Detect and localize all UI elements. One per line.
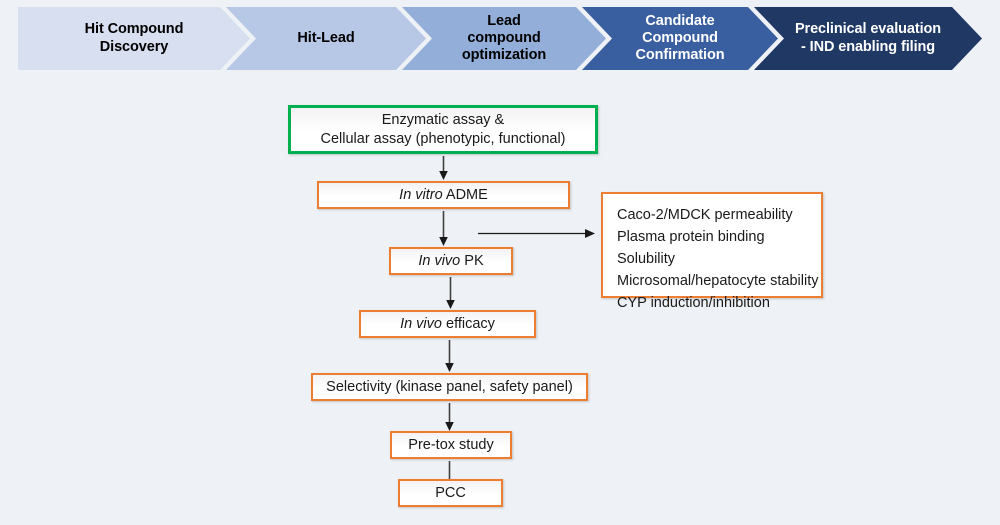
stage-chevron-preclinical-evaluation[interactable]: Preclinical evaluation - IND enabling fi… — [754, 7, 982, 70]
in-vitro-rest: ADME — [442, 186, 488, 203]
flow-node-text: Pre-tox study — [408, 436, 494, 453]
adme-item: Caco-2/MDCK permeability — [617, 207, 793, 223]
stage-chevron-hit-compound-discovery[interactable]: Hit Compound Discovery — [18, 7, 250, 70]
connector-arrow-pk-to-efficacy — [444, 277, 457, 310]
flow-node-enzymatic-cellular-assay[interactable]: Enzymatic assay & Cellular assay (phenot… — [288, 105, 598, 154]
flow-node-text: Selectivity (kinase panel, safety panel) — [326, 378, 573, 395]
stage-label: Hit-Lead — [297, 29, 355, 46]
stage-banner: Hit Compound Discovery Hit-Lead Lead com… — [18, 7, 982, 70]
flow-node-text: In vitro ADME — [391, 186, 496, 205]
stage-chevron-hit-lead[interactable]: Hit-Lead — [226, 7, 426, 70]
flow-node-in-vivo-pk[interactable]: In vivo PK — [389, 247, 513, 275]
stage-chevron-candidate-compound-confirmation[interactable]: Candidate Compound Confirmation — [582, 7, 778, 70]
flow-node-in-vivo-efficacy[interactable]: In vivo efficacy — [359, 310, 536, 338]
connector-arrow-assay-to-adme — [437, 156, 450, 181]
stage-label: Hit Compound Discovery — [84, 21, 184, 55]
stage-label: Preclinical evaluation - IND enabling fi… — [794, 21, 942, 55]
stage-label: Candidate Compound Confirmation — [635, 12, 725, 64]
connector-arrow-efficacy-to-selectivity — [443, 340, 456, 373]
stage-label: Lead compound optimization — [461, 12, 547, 64]
adme-assay-list-panel[interactable]: Caco-2/MDCK permeability Plasma protein … — [601, 192, 823, 311]
assay-line-2: Cellular assay (phenotypic, functional) — [320, 130, 566, 147]
adme-item: Solubility — [617, 251, 676, 268]
flow-node-text: PCC — [435, 484, 466, 501]
connector-arrow-adme-to-assay-list — [478, 228, 596, 239]
flow-node-text: In vivo PK — [410, 252, 491, 271]
flow-node-selectivity[interactable]: Selectivity (kinase panel, safety panel) — [311, 373, 588, 401]
adme-item: Plasma protein binding — [617, 229, 765, 246]
connector-arrow-adme-to-pk — [437, 211, 450, 247]
in-vivo-rest: efficacy — [441, 315, 495, 332]
in-vivo-italic: In vivo — [400, 315, 442, 332]
adme-item: CYP induction/inhibition — [617, 295, 770, 312]
adme-item: Microsomal/hepatocyte stability — [617, 273, 819, 290]
flow-node-text: In vivo efficacy — [392, 315, 503, 334]
connector-arrow-selectivity-to-pretox — [443, 403, 456, 432]
in-vivo-rest: PK — [460, 252, 484, 269]
flow-node-pre-tox-study[interactable]: Pre-tox study — [390, 431, 512, 459]
in-vitro-italic: In vitro — [399, 186, 443, 203]
flow-node-in-vitro-adme[interactable]: In vitro ADME — [317, 181, 570, 209]
assay-line-1: Enzymatic assay & — [381, 111, 505, 128]
stage-chevron-lead-compound-optimization[interactable]: Lead compound optimization — [402, 7, 606, 70]
flow-node-pcc[interactable]: PCC — [398, 479, 503, 507]
in-vivo-italic: In vivo — [418, 252, 461, 269]
flow-node-text: Enzymatic assay & Cellular assay (phenot… — [312, 111, 573, 148]
